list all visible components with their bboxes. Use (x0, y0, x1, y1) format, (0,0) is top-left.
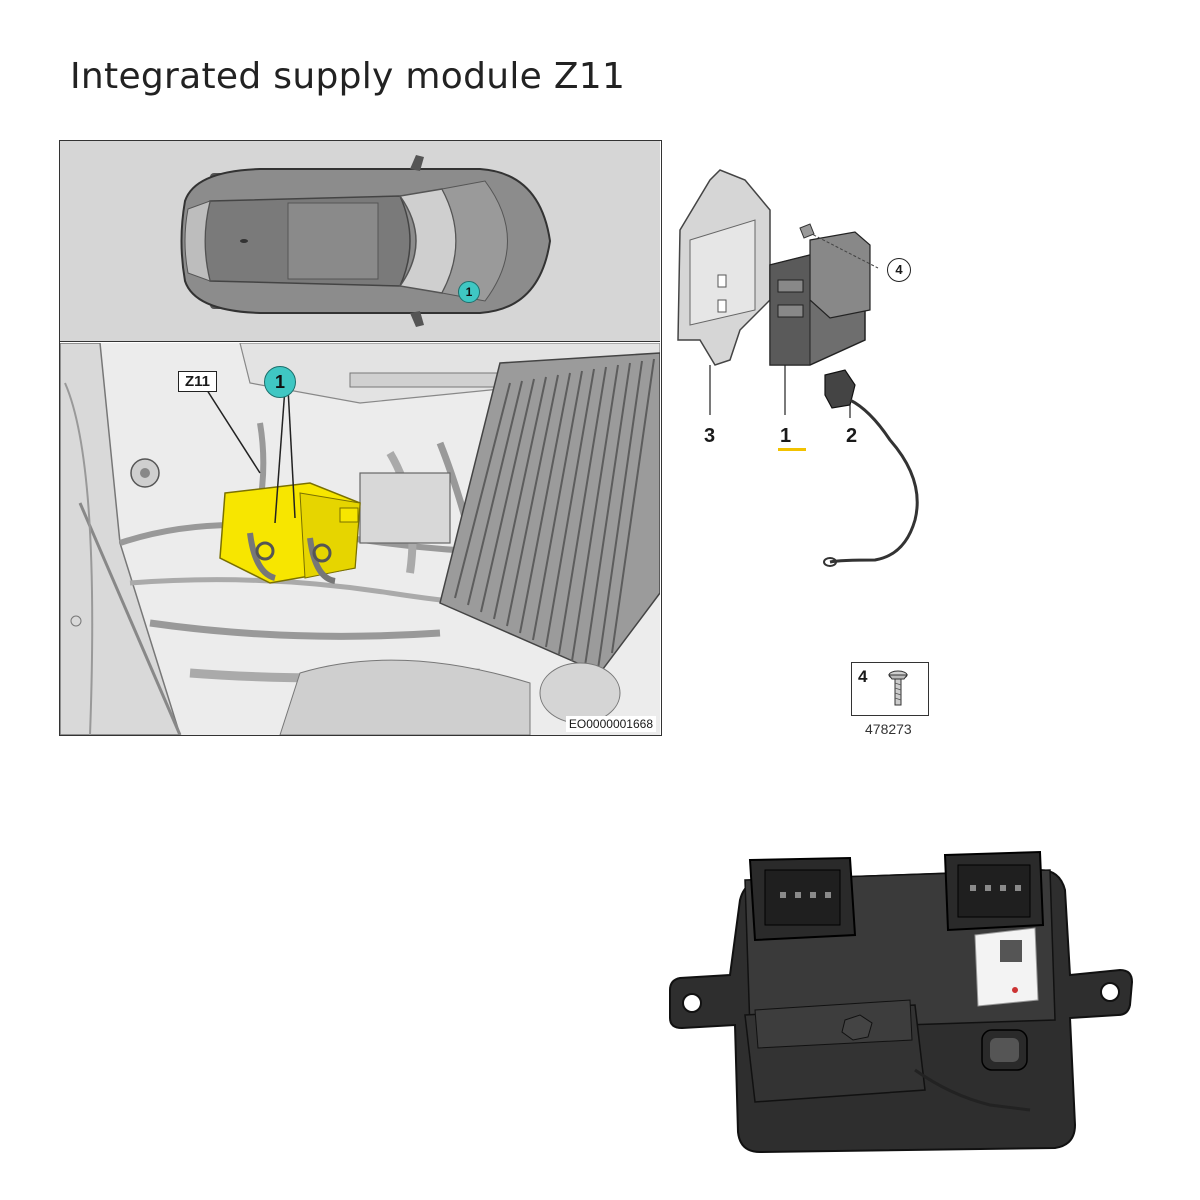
part-number-3: 3 (704, 425, 716, 447)
figure-reference-code: EO0000001668 (565, 716, 656, 732)
exploded-parts-diagram: 3 1 2 4 (660, 160, 960, 590)
circled-part-number-4: 4 (887, 258, 911, 282)
engine-bay-panel: Z11 1 EO0000001668 (60, 343, 660, 735)
car-top-view-illustration (180, 155, 552, 327)
location-figure: 1 (59, 140, 662, 736)
part-1-highlight-bar (778, 448, 806, 451)
screw-part-code: 478273 (865, 721, 912, 737)
page-title: Integrated supply module Z11 (70, 56, 626, 97)
engine-bay-illustration (60, 343, 660, 735)
parts-illustration (677, 169, 919, 567)
car-top-view-panel: 1 (60, 141, 660, 342)
z11-callout-label: Z11 (178, 371, 218, 392)
module-product-illustration (669, 850, 1134, 1154)
screw-icon (888, 670, 908, 706)
location-marker-top: 1 (458, 281, 480, 303)
part-number-1: 1 (780, 425, 792, 447)
screw-part-box: 4 (851, 662, 929, 716)
screw-part-number: 4 (858, 667, 868, 686)
product-photo (650, 840, 1150, 1160)
location-marker-engine-bay: 1 (264, 366, 296, 398)
part-number-2: 2 (846, 425, 858, 447)
